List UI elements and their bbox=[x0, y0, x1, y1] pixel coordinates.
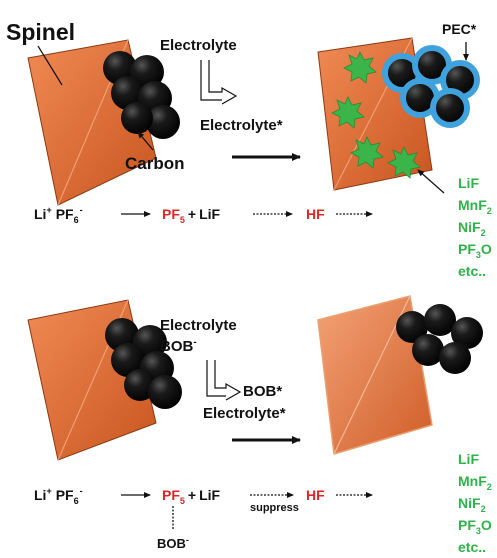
carbon-pointer-arrow bbox=[137, 131, 154, 151]
spinel-pointer-line bbox=[37, 45, 63, 86]
pec-coated-carbon-cluster bbox=[382, 45, 480, 128]
suppress-label: suppress bbox=[250, 502, 299, 514]
spinel-title: Spinel bbox=[6, 19, 75, 45]
svg-text:PF5+LiF: PF5+LiF bbox=[162, 487, 221, 506]
electrolyte-out-label-bottom: Electrolyte* bbox=[203, 405, 286, 422]
product-item: MnF2 bbox=[458, 197, 492, 216]
svg-text:HF: HF bbox=[306, 206, 325, 222]
carbon-cluster-bottom-left bbox=[105, 318, 182, 409]
product-item: etc.. bbox=[458, 263, 486, 279]
products-list-top: LiF MnF2 NiF2 PF3O etc.. bbox=[458, 175, 492, 279]
bob-below-label: BOB- bbox=[157, 535, 189, 551]
carbon-cluster-bottom-right bbox=[396, 304, 483, 374]
products-list-bottom: LiF MnF2 NiF2 PF3O etc.. bbox=[458, 451, 492, 555]
bent-arrow-top bbox=[200, 60, 222, 101]
reaction-equation-bottom: Li+PF6- PF5+LiF suppress HF BOB- bbox=[34, 486, 373, 551]
product-item: LiF bbox=[458, 175, 479, 191]
product-item: NiF2 bbox=[458, 219, 486, 238]
product-item: PF3O bbox=[458, 517, 492, 536]
electrolyte-in-label-top: Electrolyte bbox=[160, 37, 237, 54]
bob-out-label: BOB* bbox=[243, 383, 282, 400]
carbon-cluster-top-left bbox=[103, 51, 180, 139]
deposit-pointer-arrow bbox=[417, 169, 445, 194]
bent-arrow-bottom bbox=[206, 360, 226, 397]
electrolyte-out-label-top: Electrolyte* bbox=[200, 117, 283, 134]
svg-text:HF: HF bbox=[306, 487, 325, 503]
carbon-label: Carbon bbox=[125, 154, 185, 173]
svg-text:Li+PF6-: Li+PF6- bbox=[34, 205, 83, 225]
svg-text:PF5+LiF: PF5+LiF bbox=[162, 206, 221, 225]
product-item: MnF2 bbox=[458, 473, 492, 492]
fluoride-deposits-stars bbox=[331, 51, 421, 179]
pec-label: PEC* bbox=[442, 21, 477, 37]
reaction-equation-top: Li+PF6- PF5+LiF HF bbox=[34, 205, 373, 225]
bob-in-label: BOB- bbox=[160, 337, 197, 355]
svg-text:Li+PF6-: Li+PF6- bbox=[34, 486, 83, 506]
product-item: LiF bbox=[458, 451, 479, 467]
product-item: PF3O bbox=[458, 241, 492, 260]
product-item: NiF2 bbox=[458, 495, 486, 514]
product-item: etc.. bbox=[458, 539, 486, 555]
electrolyte-in-label-bottom: Electrolyte bbox=[160, 317, 237, 334]
